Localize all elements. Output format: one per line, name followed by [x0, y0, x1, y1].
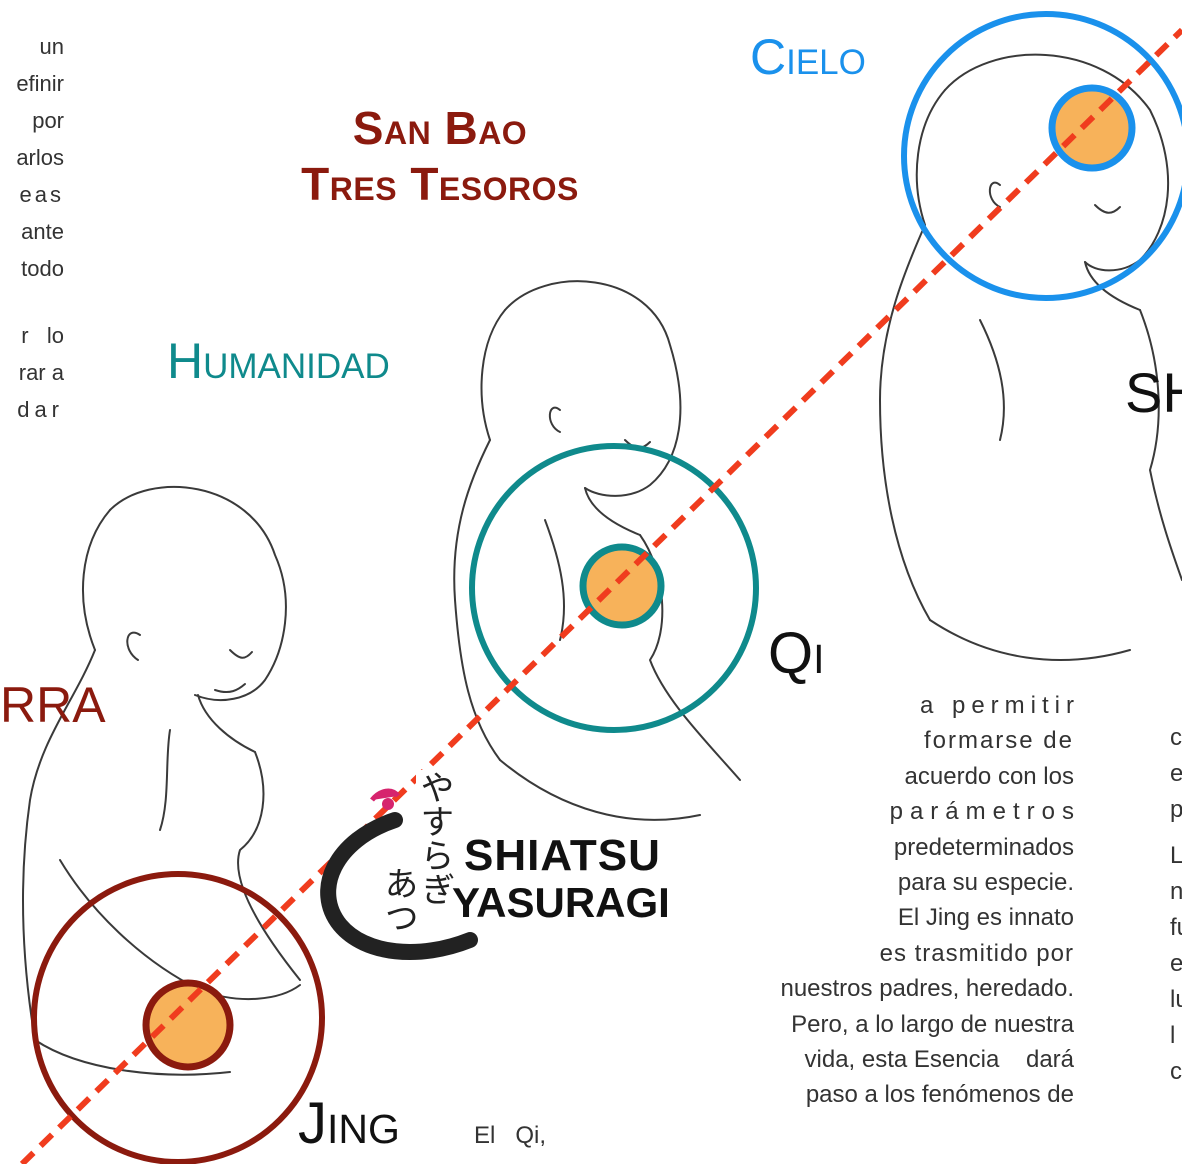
paragraph-line: parámetros — [889, 798, 1081, 826]
shiatsu-yasuragi-logo: やすらぎ あつ SHIATSU YASURAGI — [330, 770, 790, 980]
logo-swoosh — [320, 788, 478, 960]
logo-shiatsu-text: SHIATSU — [464, 831, 661, 880]
cielo-circles — [901, 11, 1182, 301]
label-qi: Qi — [768, 621, 825, 686]
logo-text-shiatsu: SHIATSU — [464, 832, 661, 880]
logo-kana-vertical: やすらぎ — [414, 770, 454, 906]
left-column-text: un efinir por arlos eas ante todo r lo r… — [0, 28, 64, 428]
energy-axis-line — [19, 27, 1182, 1164]
paragraph-line: a permitir — [919, 692, 1080, 719]
figure-tierra-sketch — [22, 485, 301, 1076]
left-fragment: rar a — [18, 360, 64, 385]
label-jing: Jing — [298, 1091, 400, 1156]
paragraph-line: acuerdo con los — [904, 762, 1074, 790]
right-fragment: L — [1170, 842, 1182, 869]
paragraph-line: es trasmitido por — [879, 939, 1074, 967]
right-fragment: e — [1170, 950, 1182, 977]
paragraph-line: El Jing es innato — [897, 904, 1074, 932]
right-fragment: c — [1170, 724, 1182, 751]
center-paragraph: a permitir formarse de acuerdo con los p… — [664, 688, 1074, 1113]
right-fragment: p — [1170, 796, 1182, 823]
paragraph-line: vida, esta Esencia dará — [804, 1046, 1074, 1074]
page-title: San Bao Tres Tesoros — [230, 100, 650, 212]
left-fragment: eas — [19, 182, 64, 207]
bottom-text-fragment: El Qi, — [474, 1122, 547, 1149]
paragraph-line: paso a los fenómenos de — [805, 1081, 1074, 1109]
right-fragment: lu — [1170, 986, 1182, 1013]
paragraph-line: Pero, a lo largo de nuestra — [791, 1010, 1074, 1038]
right-column-text: c e p L n fu e lu l c — [1170, 720, 1182, 1090]
paragraph-line: nuestros padres, heredado. — [780, 975, 1074, 1003]
humanidad-circles — [469, 443, 759, 733]
right-fragment: n — [1170, 878, 1182, 905]
left-fragment: por — [32, 108, 64, 133]
right-fragment: fu — [1170, 914, 1182, 941]
left-fragment: dar — [17, 397, 64, 422]
left-fragment: todo — [21, 256, 64, 281]
title-line-1: San Bao — [352, 102, 528, 154]
label-tierra-partial: RRA — [0, 677, 106, 733]
paragraph-line: para su especie. — [897, 869, 1074, 897]
paragraph-line: formarse de — [923, 727, 1074, 755]
left-fragment: un — [39, 34, 64, 59]
left-fragment: ante — [21, 219, 64, 244]
tierra-circles — [31, 871, 325, 1164]
logo-yasuragi-text: YASURAGI — [452, 879, 670, 926]
logo-kana-curve: あつ — [378, 866, 418, 934]
right-fragment: c — [1170, 1058, 1182, 1085]
paragraph-line: predeterminados — [893, 833, 1074, 861]
figure-cielo-sketch — [879, 53, 1182, 661]
label-cielo: Cielo — [750, 29, 866, 85]
label-shen-partial: SH — [1125, 361, 1182, 424]
title-line-2: Tres Tesoros — [301, 158, 579, 210]
left-fragment: r lo — [21, 323, 64, 348]
right-fragment: l — [1170, 1022, 1176, 1049]
label-humanidad: Humanidad — [167, 333, 390, 389]
logo-text-yasuragi: YASURAGI — [452, 880, 670, 926]
left-fragment: efinir — [16, 71, 64, 96]
right-fragment: e — [1170, 760, 1182, 787]
left-fragment: arlos — [16, 145, 64, 170]
